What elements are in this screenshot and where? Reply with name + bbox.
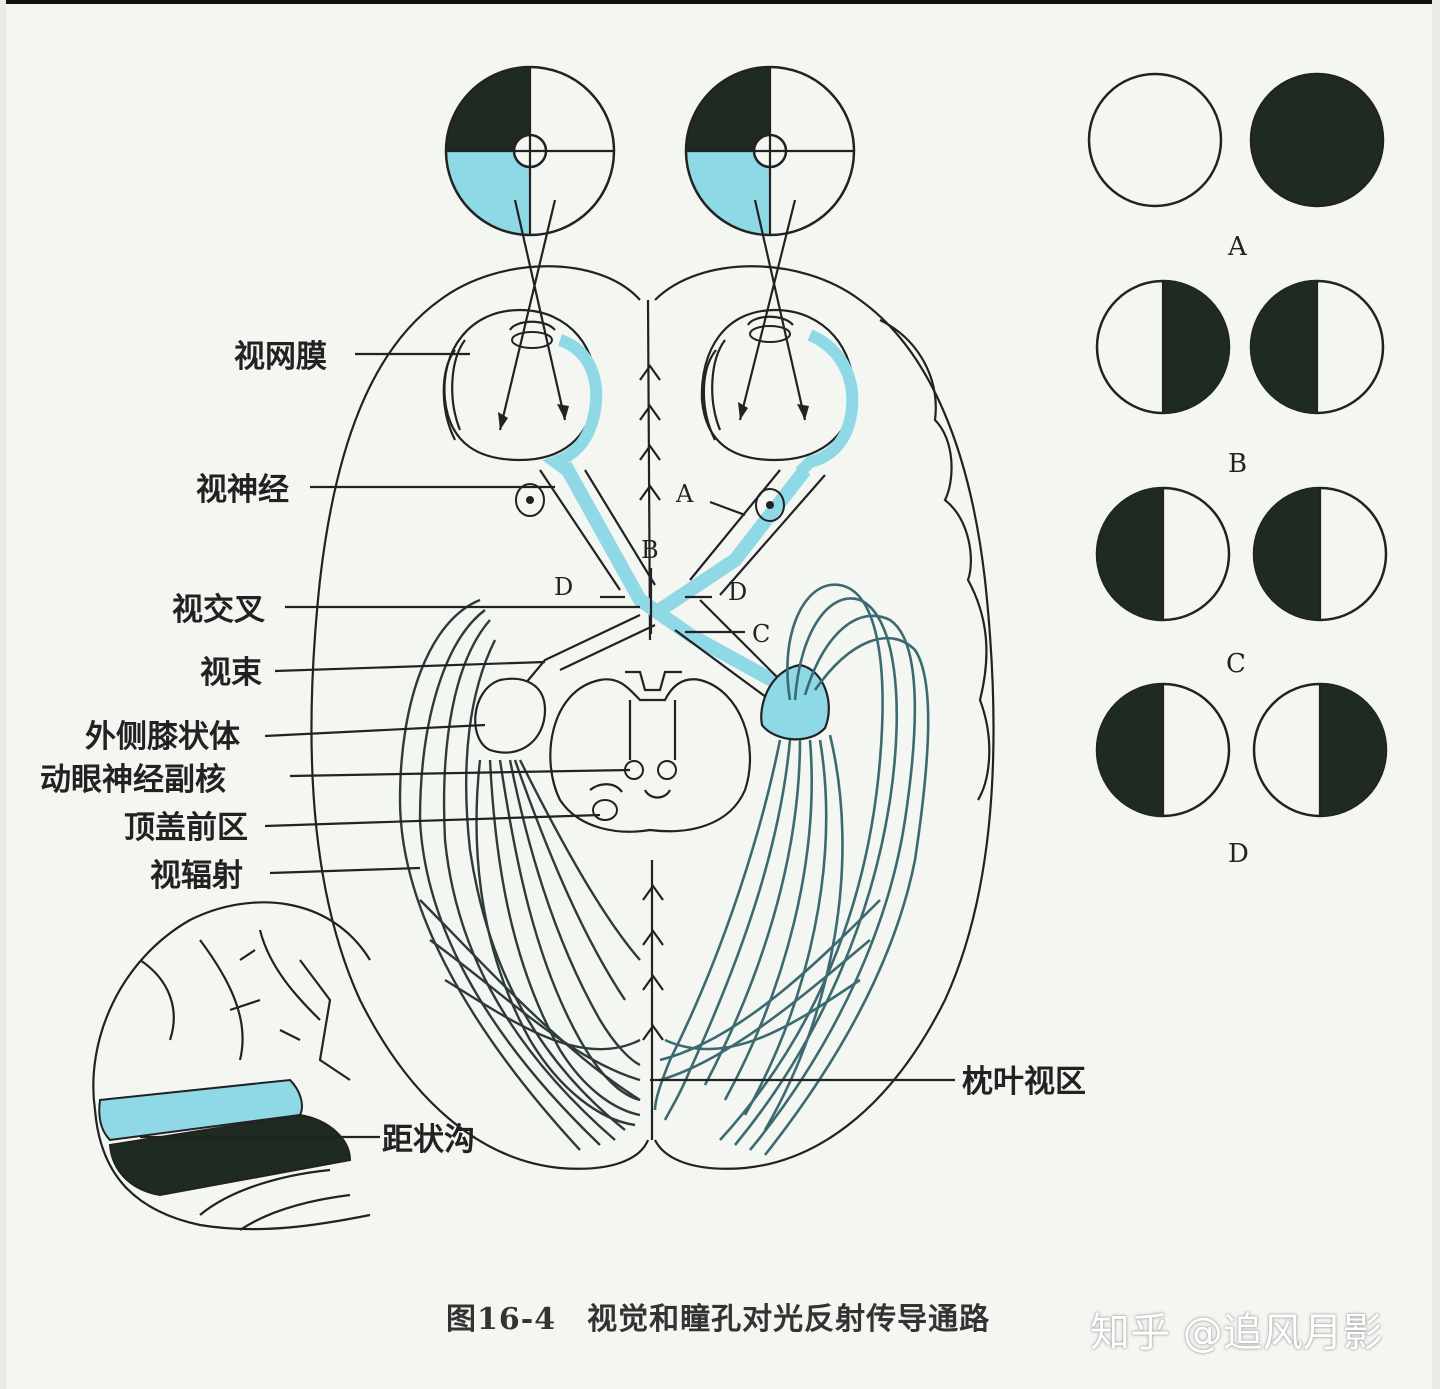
label-calcarine: 距状沟: [382, 1122, 475, 1158]
lateral-geniculate-bodies: [475, 665, 829, 753]
lesion-letter-d-left: D: [554, 573, 573, 601]
left-eye: [444, 310, 596, 470]
midbrain: [550, 672, 750, 832]
occipital-side-view: [93, 902, 370, 1230]
lesion-letter-a: A: [675, 480, 694, 508]
panel-c: C: [1097, 488, 1386, 679]
label-optic-nerve: 视神经: [196, 472, 289, 508]
panel-a-left-field: [1089, 74, 1221, 206]
lesion-letter-d-right: D: [728, 578, 747, 606]
panel-letter-a: A: [1227, 232, 1248, 262]
label-pretectal: 顶盖前区: [124, 810, 248, 846]
right-visual-field: [686, 67, 854, 235]
panel-b: B: [1097, 281, 1383, 479]
figure-caption: 图16-4 视觉和瞳孔对光反射传导通路: [446, 1294, 990, 1338]
label-optic-chiasm: 视交叉: [172, 592, 265, 628]
lesion-letter-c: C: [752, 620, 770, 648]
label-optic-radiation: 视辐射: [150, 858, 243, 894]
panel-letter-b: B: [1228, 449, 1247, 479]
brain-outline: [311, 266, 993, 1169]
label-lateral-geniculate: 外侧膝状体: [85, 719, 240, 755]
panel-a: A: [1089, 74, 1383, 262]
panel-d: D: [1097, 684, 1386, 869]
panel-letter-d: D: [1228, 839, 1249, 869]
panel-a-right-field: [1251, 74, 1383, 206]
panel-letter-c: C: [1226, 649, 1246, 679]
lesion-letter-b: B: [641, 536, 659, 564]
label-oculomotor-accessory: 动眼神经副核: [40, 762, 226, 798]
label-optic-tract: 视束: [200, 655, 262, 691]
label-retina: 视网膜: [234, 339, 327, 375]
label-occipital-visual: 枕叶视区: [962, 1064, 1086, 1100]
left-visual-field: [446, 67, 614, 235]
right-eye: [702, 310, 853, 472]
watermark: 知乎 @追风月影: [1090, 1300, 1383, 1358]
